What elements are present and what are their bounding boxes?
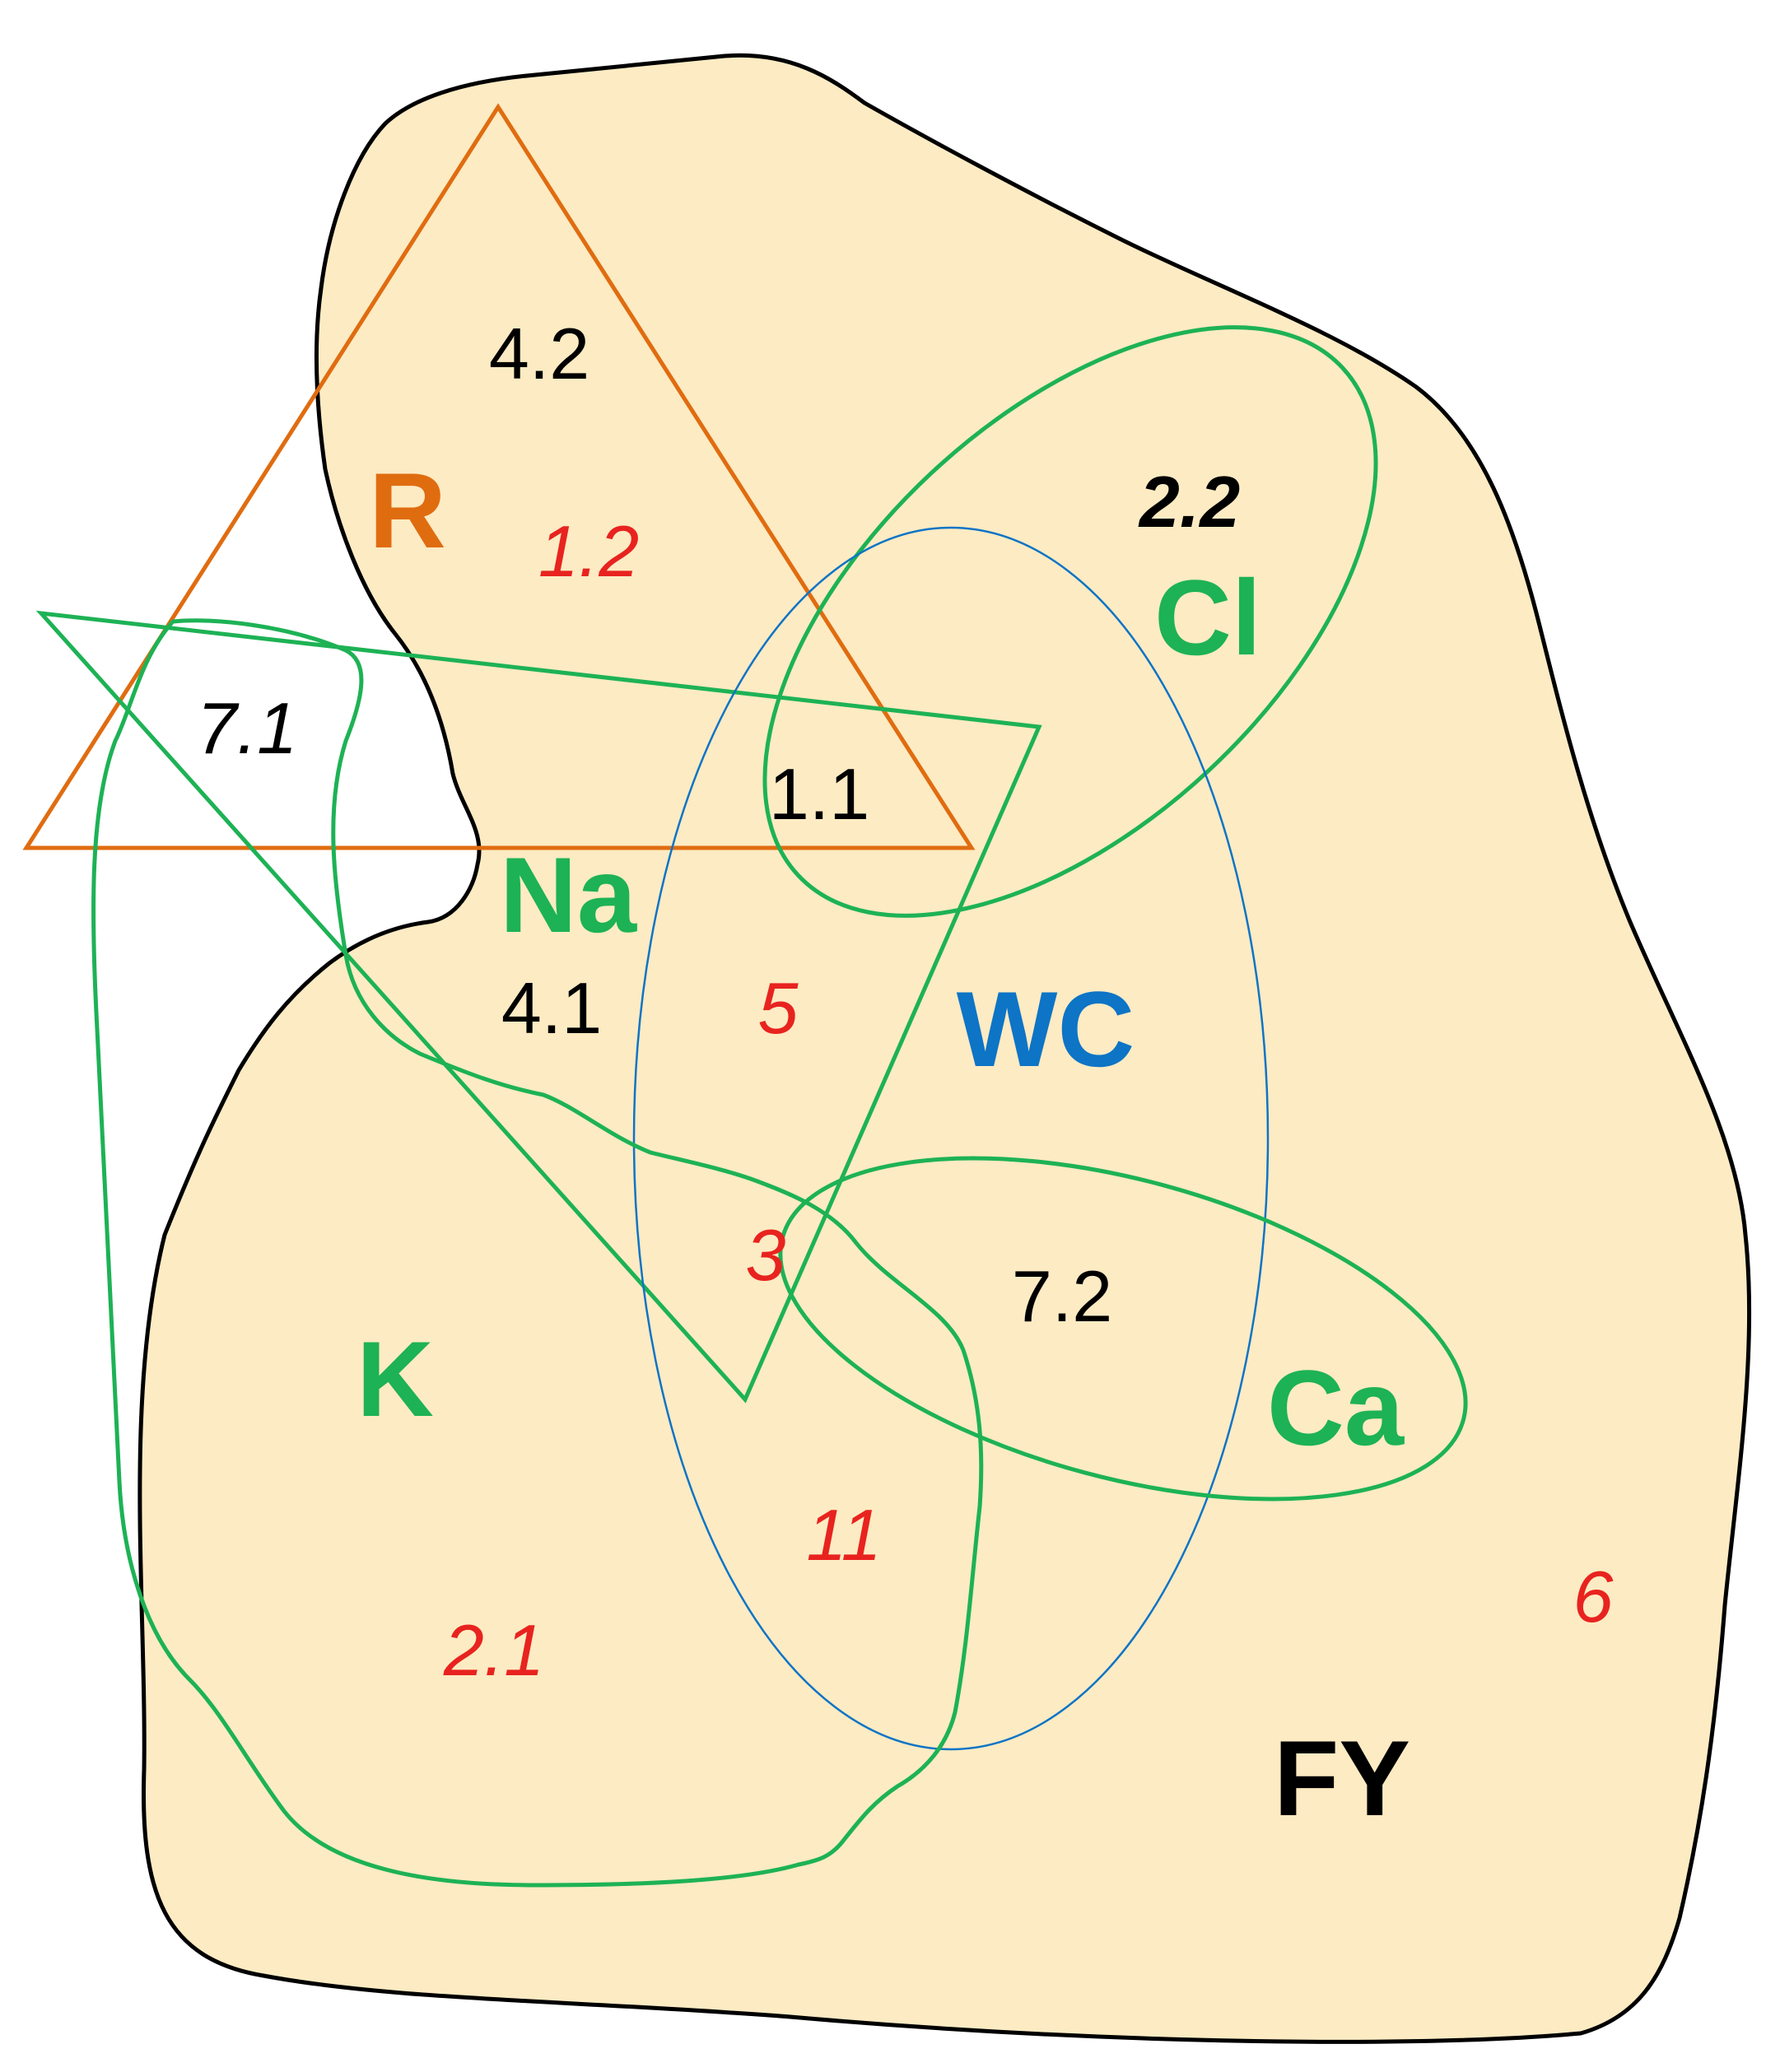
set-label-na: Na	[500, 835, 638, 955]
wc-set-ellipse	[632, 526, 1270, 1751]
r-set-triangle	[22, 103, 976, 850]
region-label-1-2: 1.2	[538, 510, 639, 592]
region-label-7-1: 7.1	[197, 687, 297, 769]
region-label-6: 6	[1573, 1556, 1614, 1637]
set-label-fy: FY	[1274, 1718, 1410, 1838]
set-label-k: K	[356, 1319, 434, 1439]
region-label-7-2: 7.2	[1012, 1255, 1112, 1337]
region-label-11: 11	[806, 1494, 881, 1576]
set-label-cl: Cl	[1154, 557, 1261, 677]
set-label-ca: Ca	[1267, 1348, 1405, 1468]
region-label-5: 5	[758, 967, 799, 1049]
region-label-1-1: 1.1	[769, 753, 869, 835]
k-set-loop	[91, 618, 984, 1888]
fy-region-shape	[137, 53, 1752, 2044]
region-label-4-1: 4.1	[501, 967, 602, 1049]
set-label-wc: WC	[957, 969, 1135, 1089]
cl-set-ellipse	[762, 325, 1378, 918]
ca-set-ellipse	[778, 1156, 1468, 1502]
region-label-4-2: 4.2	[489, 313, 589, 394]
region-label-3: 3	[746, 1214, 786, 1296]
set-label-r: R	[369, 450, 446, 570]
region-label-2-2: 2.2	[1138, 461, 1240, 542]
na-set-triangle	[35, 610, 1042, 1404]
region-label-2-1: 2.1	[443, 1609, 544, 1691]
